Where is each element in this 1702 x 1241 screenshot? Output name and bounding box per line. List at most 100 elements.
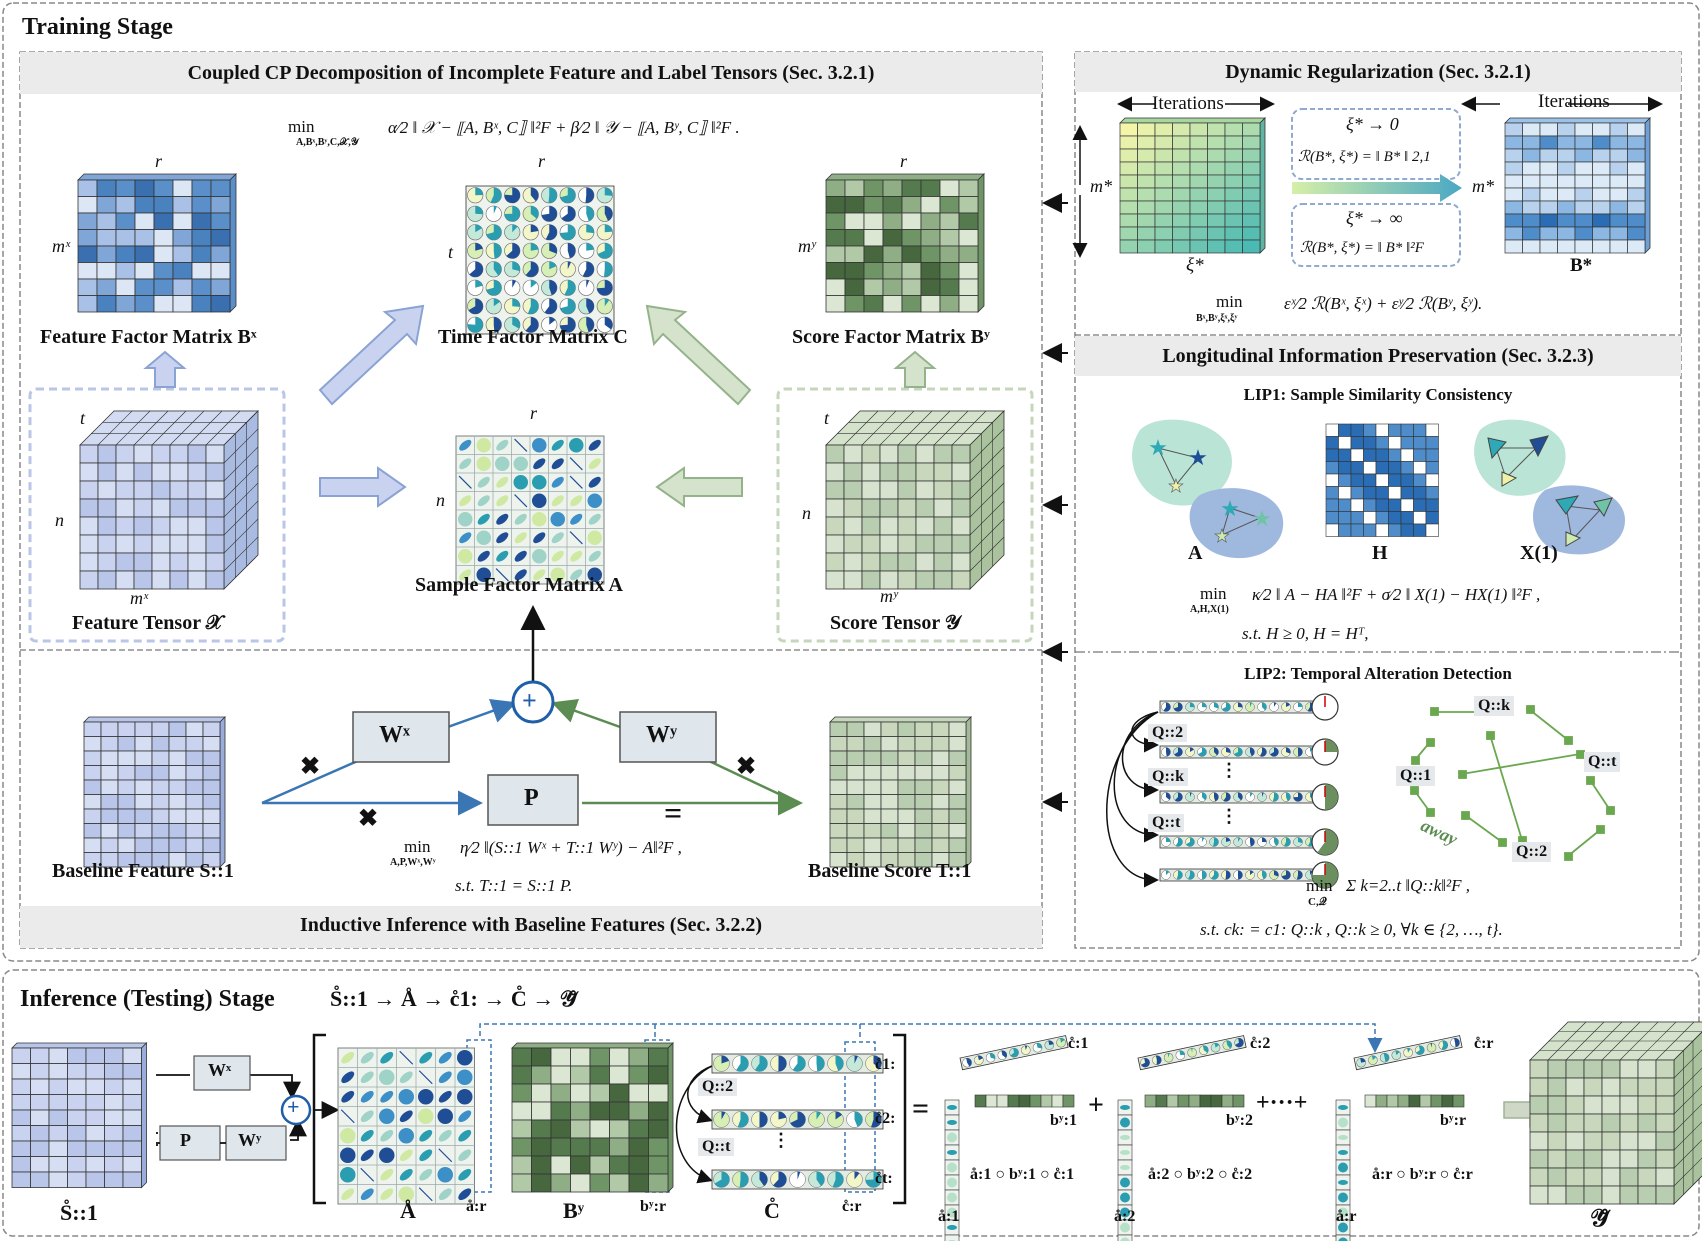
lip2-dots-1: ⋮ <box>1220 760 1238 780</box>
dim-n-score-tensor: n <box>802 503 811 523</box>
dyn-arrows <box>1072 96 1663 258</box>
score-tensor <box>825 410 1005 590</box>
clock-4 <box>1311 828 1339 856</box>
lip2-dots-2: ⋮ <box>1220 806 1238 826</box>
inf-p-box <box>159 1125 221 1161</box>
coupled-header-bg <box>20 52 1042 94</box>
inf-plus-symbol: + <box>287 1094 300 1119</box>
inference-plus-node <box>280 1094 312 1126</box>
inf-ct: c̊t: <box>875 1170 893 1187</box>
coupled-header: Coupled CP Decomposition of Incomplete F… <box>187 62 875 84</box>
dim-mx-feature: mˣ <box>52 236 71 256</box>
right-bracket <box>893 1033 907 1205</box>
termr-c: c̊:r <box>1474 1035 1494 1052</box>
dim-r-score: r <box>900 151 908 171</box>
lip2-eq-sub: C,𝒬 <box>1308 896 1327 908</box>
dyn-gradient-arrow <box>1292 174 1462 202</box>
times-symbol-mid: ✖ <box>358 806 379 832</box>
inf-y-tensor <box>1529 1021 1702 1205</box>
feature-factor-matrix <box>77 173 237 313</box>
lip2-curves <box>1106 711 1159 888</box>
cond-zero: ξ* → 0 <box>1346 114 1399 134</box>
lip1-label-h: H <box>1372 542 1388 564</box>
panel-link-arrows <box>1042 193 1068 812</box>
dim-t-feature-tensor: t <box>80 408 86 428</box>
baseline-score-matrix-face <box>829 721 967 868</box>
lip2-tube-5 <box>1159 868 1317 882</box>
generated-graphics <box>11 117 1702 1241</box>
dynamic-header-bg <box>1075 52 1681 92</box>
inf-wx-box <box>193 1055 251 1091</box>
dim-t-score-tensor: t <box>824 408 830 428</box>
left-bracket <box>312 1033 326 1205</box>
baseline-feature-matrix-face <box>83 721 221 868</box>
lip1-eq: κ⁄2 ‖ A − HA ‖²F + σ⁄2 ‖ X(1) − HX(1) ‖²… <box>1252 585 1541 604</box>
wx-box <box>352 711 450 763</box>
feature-tensor-box <box>28 387 286 643</box>
svg-text:★: ★ <box>1220 496 1240 521</box>
inf-p-label: P <box>180 1130 191 1150</box>
inf-c1: c̊1: <box>875 1056 896 1073</box>
block-arrows <box>143 304 937 508</box>
score-tensor-face <box>825 444 971 590</box>
inf-wx-label: Wˣ <box>208 1060 232 1080</box>
tr-term <box>1335 1035 1465 1241</box>
inductive-footer-bg <box>20 906 1042 948</box>
lip2-eq-sum: Σ k=2..t ‖Q::k‖²F , <box>1346 876 1471 895</box>
cond-zero-box <box>1291 108 1461 180</box>
inference-pipeline: S̊::1 → Å → c̊1: → C̊ → 𝒴̊ <box>330 986 578 1011</box>
reg-inf: ℛ(B*, ξ*) = ‖ B* ‖²F <box>1300 240 1424 256</box>
feature-factor-label: Feature Factor Matrix Bˣ <box>40 326 257 348</box>
score-tensor-box <box>776 387 1034 643</box>
lip1-eq-st: s.t. H ≥ 0, H = Hᵀ, <box>1242 624 1369 643</box>
inf-y-tensor-face <box>1529 1059 1675 1205</box>
dyn-b-grid <box>1504 117 1651 254</box>
plus-symbol: + <box>522 686 537 715</box>
inf-wy-box <box>225 1125 287 1161</box>
inf-by-matrix <box>511 1042 674 1193</box>
inf-by-label: Bʸ <box>563 1198 585 1223</box>
lip1-eq-sub: A,H,X(1) <box>1190 604 1229 615</box>
t1-c-row <box>959 1035 1069 1071</box>
svg-text:★: ★ <box>1148 435 1168 460</box>
inductive-eq-min: min <box>404 837 431 856</box>
t2-c-row <box>1137 1035 1247 1071</box>
inf-c2: c̊2: <box>875 1110 896 1127</box>
clock-3 <box>1311 783 1339 811</box>
term2-b: bʸ:2 <box>1226 1112 1254 1129</box>
dim-r-time: r <box>538 151 546 171</box>
lip1-title: LIP1: Sample Similarity Consistency <box>1243 385 1513 404</box>
dim-r-feature: r <box>155 151 163 171</box>
score-factor-matrix-face <box>825 179 979 313</box>
score-tensor-label: Score Tensor 𝒴 <box>830 612 961 634</box>
m-star-left: m* <box>1090 176 1112 196</box>
inductive-eq-st: s.t. T::1 = S::1 P. <box>455 876 573 895</box>
inf-c-tube-2 <box>711 1109 884 1130</box>
svg-text:★: ★ <box>1252 506 1272 531</box>
cond-inf: ξ* → ∞ <box>1346 208 1403 228</box>
lip1-h-matrix <box>1325 423 1439 537</box>
coupled-objective: α⁄2 ‖ 𝒳 − ⟦A, Bˣ, C⟧ ‖²F + β⁄2 ‖ 𝒴 − ⟦A,… <box>388 118 740 137</box>
term1-eq: å:1 ○ bʸ:1 ○ c̊:1 <box>970 1166 1075 1183</box>
inf-y-label: 𝒴̊ <box>1590 1206 1609 1232</box>
term1-c: c̊:1 <box>1068 1035 1089 1052</box>
lip2-q2: Q::2 <box>1148 724 1188 742</box>
dynamic-header: Dynamic Regularization (Sec. 3.2.1) <box>1225 61 1531 83</box>
dyn-xi-grid <box>1119 117 1266 254</box>
inf-a-label: Å <box>400 1198 416 1223</box>
clock-5 <box>1311 861 1339 889</box>
graph-qt: Q::t <box>1584 752 1621 772</box>
plus-node <box>511 680 555 724</box>
dim-n-sample: n <box>436 490 445 510</box>
inf-c-label: C̊ <box>764 1198 780 1223</box>
inf-q2: Q::2 <box>698 1078 738 1096</box>
longitudinal-header-bg <box>1075 336 1681 376</box>
time-factor-label: Time Factor Matrix C <box>438 326 628 348</box>
times-symbol-right: ✖ <box>736 754 757 780</box>
dim-r-sample: r <box>530 403 538 423</box>
termr-b: bʸ:r <box>1440 1112 1467 1129</box>
term1-a: å:1 <box>938 1208 960 1225</box>
dynamic-eq-min: min <box>1216 292 1243 311</box>
inf-c-tube-3 <box>711 1169 884 1190</box>
